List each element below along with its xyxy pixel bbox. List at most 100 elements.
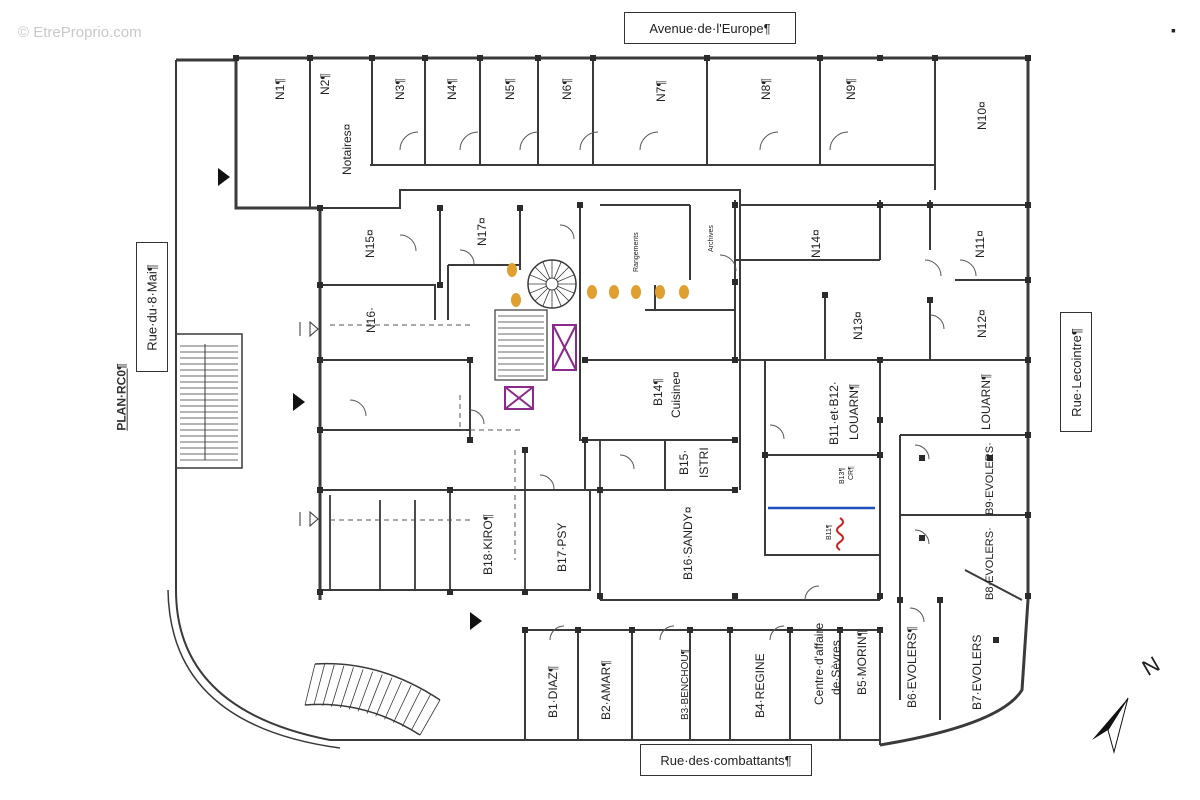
door-swing — [769, 424, 785, 440]
side-markers — [299, 320, 319, 528]
pillar — [732, 202, 738, 208]
spiral-step — [557, 274, 575, 283]
street-east-label: Rue·Lecointre¶ — [1068, 327, 1084, 417]
pillar — [317, 589, 323, 595]
room-b2: B2·AMAR¶ — [599, 660, 613, 720]
stair-step — [322, 664, 335, 706]
pillar — [447, 487, 453, 493]
door-swing — [909, 607, 925, 623]
door-swing — [659, 625, 675, 641]
pillar — [522, 627, 528, 633]
street-west: Rue·du·8·Mai¶ — [136, 242, 168, 372]
toilet-icon — [507, 263, 517, 277]
street-east: Rue·Lecointre¶ — [1060, 312, 1092, 432]
room-louarn-b: LOUARN¶ — [979, 374, 993, 430]
pillar — [987, 455, 993, 461]
door-swing — [559, 224, 575, 240]
room-b15: B15· — [677, 450, 691, 475]
room-n5: N5¶ — [503, 78, 517, 100]
room-b14: B14¶ — [651, 378, 665, 406]
pillar — [877, 55, 883, 61]
pillar — [467, 437, 473, 443]
pillar — [582, 357, 588, 363]
spiral-step — [529, 274, 547, 283]
corner-mark: ▪ — [1171, 22, 1176, 38]
room-n4: N4¶ — [445, 78, 459, 100]
door-swing — [769, 625, 785, 641]
door-swing — [349, 399, 367, 417]
pillar — [437, 282, 443, 288]
pillar — [732, 357, 738, 363]
pillars — [233, 55, 1031, 643]
pillar — [597, 487, 603, 493]
room-b3: B3·BENCHOU¶ — [680, 649, 691, 720]
pillar — [837, 627, 843, 633]
door-swings — [349, 131, 977, 641]
toilet-icon — [655, 285, 665, 299]
pillar — [927, 297, 933, 303]
street-north-label: Avenue·de·l'Europe¶ — [649, 20, 771, 36]
room-cuisine: Cuisine¤ — [669, 371, 683, 418]
room-b4: B4·REGINE — [753, 653, 767, 718]
door-swing — [759, 131, 779, 151]
pillar — [877, 452, 883, 458]
stair-step — [401, 689, 422, 727]
pillar — [590, 55, 596, 61]
stair-step — [304, 663, 316, 706]
pillar — [817, 55, 823, 61]
north-arrow: N — [1092, 651, 1164, 754]
room-n12: N12¤ — [975, 309, 989, 338]
pillar — [522, 447, 528, 453]
pillar — [932, 55, 938, 61]
toilet-icon — [587, 285, 597, 299]
room-n8: N8¶ — [759, 78, 773, 100]
door-swing — [829, 131, 849, 151]
door-swing — [579, 131, 599, 151]
pillar — [317, 282, 323, 288]
room-b13-b: CR¶ — [848, 466, 855, 480]
pillar — [732, 279, 738, 285]
room-n16: N16· — [364, 307, 378, 333]
stair-step — [375, 677, 393, 717]
street-south: Rue·des·combattants¶ — [640, 744, 812, 776]
room-n9: N9¶ — [844, 78, 858, 100]
door-swing — [459, 249, 475, 265]
spiral-step — [557, 285, 575, 294]
stair-step — [313, 664, 326, 706]
pillar — [1025, 593, 1031, 599]
pillar — [582, 437, 588, 443]
pillar — [477, 55, 483, 61]
street-south-label: Rue·des·combattants¶ — [660, 752, 792, 768]
pillar — [732, 437, 738, 443]
pillar — [1025, 202, 1031, 208]
room-archives: Archives — [708, 225, 715, 252]
street-west-label: Rue·du·8·Mai¶ — [144, 263, 160, 351]
room-n2: N2¶ — [318, 73, 332, 95]
pillar — [897, 597, 903, 603]
stair-step — [331, 665, 345, 707]
stair-step — [393, 685, 412, 723]
pillar — [369, 55, 375, 61]
stair-step — [419, 699, 441, 736]
door-swing — [924, 259, 942, 277]
pillar — [704, 55, 710, 61]
pillar — [877, 593, 883, 599]
pillar — [1025, 55, 1031, 61]
door-swing — [914, 444, 930, 460]
room-notaires: Notaires¤ — [340, 123, 354, 175]
pillar — [927, 202, 933, 208]
spiral-step — [542, 261, 551, 279]
spiral-step — [542, 289, 551, 307]
pillar — [687, 627, 693, 633]
room-n15: N15¤ — [363, 229, 377, 258]
room-b13-a: B13¶ — [839, 468, 846, 484]
pillar — [732, 593, 738, 599]
spiral-step — [553, 261, 562, 279]
door-swing — [539, 474, 555, 490]
entrance-markers — [218, 168, 482, 630]
west-staircase — [175, 333, 243, 469]
pillar — [1025, 357, 1031, 363]
toilet-icon — [511, 293, 521, 307]
pillar — [1025, 512, 1031, 518]
toilet-icon — [631, 285, 641, 299]
